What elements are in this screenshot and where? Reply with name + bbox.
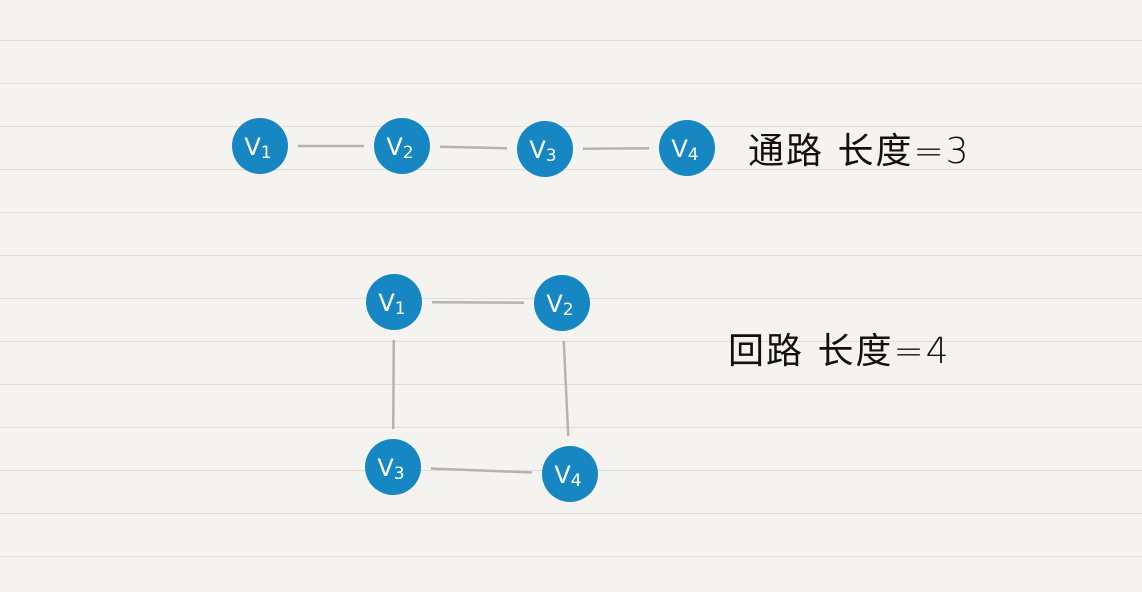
path-graph-node-v3 <box>517 121 573 177</box>
cycle-graph-node-v1 <box>366 274 422 330</box>
rule-line <box>0 40 1142 41</box>
path-graph-node-v1 <box>232 118 288 174</box>
path-caption: 通路 长度=3 <box>748 131 971 172</box>
rule-line <box>0 384 1142 385</box>
cycle-graph-node-label: V4 <box>554 461 581 491</box>
cycle-caption: 回路 长度=4 <box>728 331 951 372</box>
cycle-graph-node-v3 <box>365 439 421 495</box>
cycle-graph-node-label: V1 <box>378 289 405 319</box>
path-graph-node-label: V1 <box>244 133 271 163</box>
path-graph-node-v2 <box>374 118 430 174</box>
rule-line <box>0 169 1142 170</box>
cycle-graph-edge-v3-v1 <box>391 339 396 430</box>
rule-line <box>0 212 1142 213</box>
cycle-graph-node-label: V3 <box>377 454 404 484</box>
rule-line <box>0 427 1142 428</box>
rule-line <box>0 126 1142 127</box>
cycle-graph-edge-v4-v3 <box>430 467 533 474</box>
path-graph-node-label: V4 <box>671 135 698 165</box>
path-graph-edge-v2-v3 <box>439 145 508 150</box>
rule-line <box>0 513 1142 514</box>
rule-line <box>0 341 1142 342</box>
path-graph-node-label: V2 <box>386 133 413 163</box>
rule-line <box>0 255 1142 256</box>
cycle-graph-node-v4 <box>542 446 598 502</box>
cycle-graph-edge-v1-v2 <box>431 300 525 305</box>
path-graph-node-label: V3 <box>529 136 556 166</box>
rule-line <box>0 556 1142 557</box>
cycle-graph-edge-v2-v4 <box>562 340 570 437</box>
cycle-graph-node-label: V2 <box>546 290 573 320</box>
rule-line <box>0 83 1142 84</box>
path-graph-node-v4 <box>659 120 715 176</box>
cycle-graph-node-v2 <box>534 275 590 331</box>
